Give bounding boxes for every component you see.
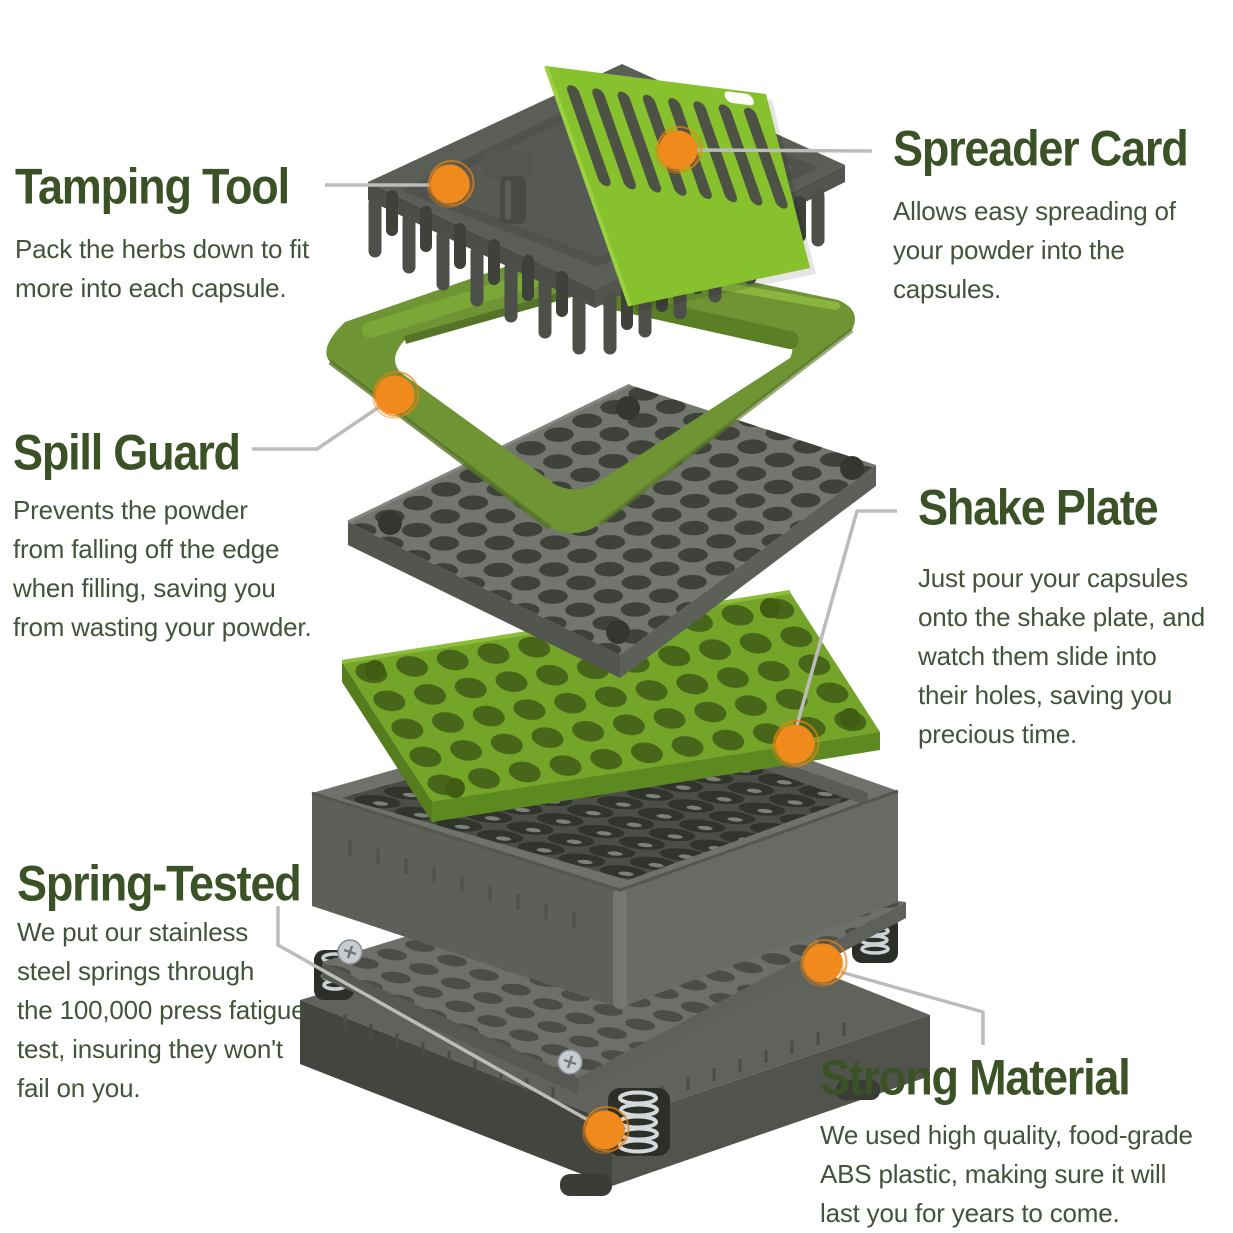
- callout-line-spring-tested: [276, 906, 589, 1122]
- callout-dot-spreader-card: [655, 126, 703, 174]
- callout-line-strong-material: [840, 970, 985, 1045]
- callout-description: Pack the herbs down to fit more into eac…: [15, 234, 309, 303]
- callout-dot-tamping-tool: [427, 160, 475, 208]
- callout-title: Spring-Tested: [17, 854, 302, 912]
- callout-description: We used high quality, food-grade ABS pla…: [820, 1120, 1193, 1228]
- callout-title: Spreader Card: [893, 119, 1189, 177]
- callout-dot-shake-plate: [772, 720, 820, 768]
- callout-title: Shake Plate: [918, 478, 1159, 536]
- callout-description: Just pour your capsules onto the shake p…: [918, 563, 1206, 749]
- callout-title: Spill Guard: [13, 423, 241, 481]
- callout-dot-strong-material: [800, 939, 848, 987]
- callout-lines: [252, 148, 985, 1122]
- callout-title: Tamping Tool: [15, 157, 290, 215]
- callout-line-spill-guard: [252, 405, 380, 451]
- callout-description: We put our stainless steel springs throu…: [17, 917, 306, 1103]
- callout-line-shake-plate: [795, 509, 897, 726]
- capsule-plate-image: [347, 383, 876, 678]
- callout-title: Strong Material: [820, 1048, 1131, 1106]
- base-foot: [836, 1080, 880, 1100]
- callout-dot-spring-tested: [582, 1106, 630, 1154]
- callout-line-spreader-card: [696, 148, 873, 153]
- callout-dots: [372, 126, 848, 1154]
- callout-strong-material: Strong Material We used high quality, fo…: [820, 1048, 1233, 1233]
- shake-plate-image: [341, 590, 880, 822]
- callout-spreader-card: Spreader Card Allows easy spreading of y…: [893, 119, 1223, 309]
- base-foot: [560, 1174, 612, 1196]
- callout-shake-plate: Shake Plate Just pour your capsules onto…: [918, 478, 1233, 754]
- callout-description: Allows easy spreading of your powder int…: [893, 196, 1176, 304]
- callout-dot-spill-guard: [372, 371, 420, 419]
- callout-tamping-tool: Tamping Tool Pack the herbs down to fit …: [15, 157, 375, 308]
- callout-spring-tested: Spring-Tested We put our stainless steel…: [17, 854, 357, 1108]
- callout-description: Prevents the powder from falling off the…: [13, 495, 312, 642]
- tamping-knob: [482, 150, 534, 224]
- callout-spill-guard: Spill Guard Prevents the powder from fal…: [13, 423, 393, 647]
